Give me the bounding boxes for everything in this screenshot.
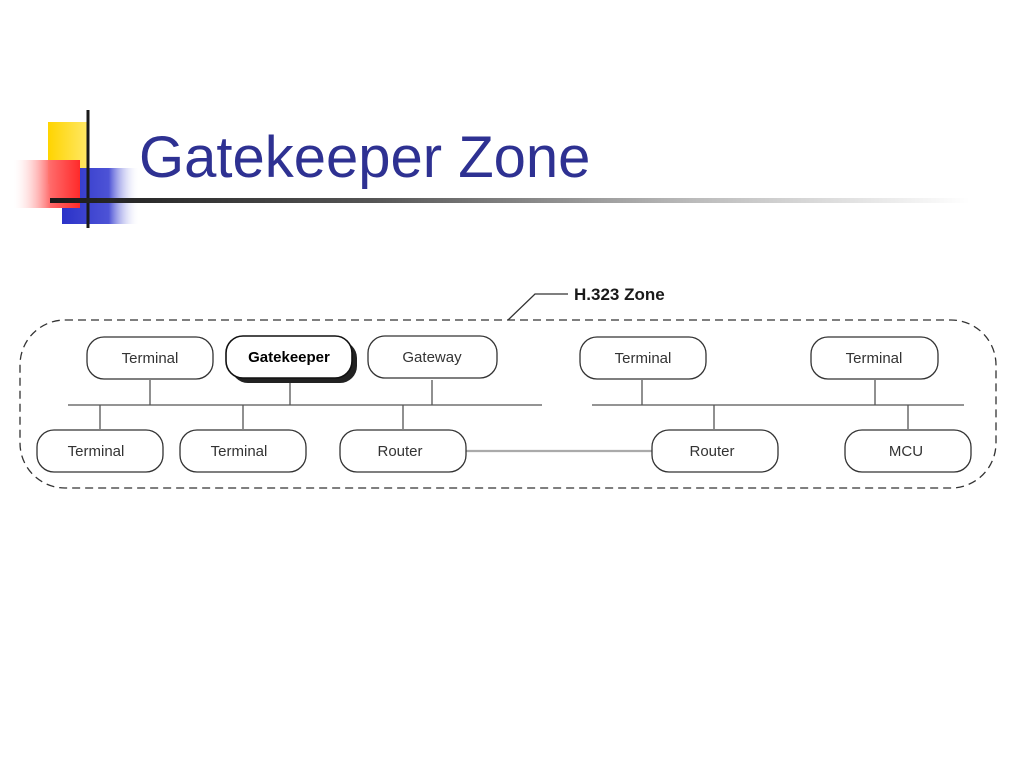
node-label: Terminal [615, 350, 672, 367]
title-underline [50, 198, 970, 203]
node-router-2: Router [651, 429, 779, 473]
zone-label: H.323 Zone [574, 285, 665, 304]
node-terminal-top-1: Terminal [86, 336, 214, 380]
node-label: Router [377, 443, 422, 460]
node-label: Gateway [402, 349, 462, 366]
slide-decoration [14, 110, 140, 228]
slide-title: Gatekeeper Zone [139, 125, 591, 190]
node-label: Terminal [211, 443, 268, 460]
node-label: Terminal [68, 443, 125, 460]
node-mcu: MCU [844, 429, 972, 473]
node-label: Router [689, 443, 734, 460]
node-label: Terminal [846, 350, 903, 367]
node-terminal-top-2: Terminal [579, 336, 707, 380]
node-label: MCU [889, 443, 923, 460]
node-terminal-bottom-1: Terminal [36, 429, 164, 473]
node-gatekeeper: Gatekeeper [225, 335, 357, 383]
h323-zone-diagram: H.323 Zone Terminal Gatekeeper G [19, 285, 997, 489]
zone-label-leader [507, 293, 568, 321]
node-label: Gatekeeper [248, 349, 330, 366]
node-gateway: Gateway [367, 335, 498, 379]
node-terminal-bottom-2: Terminal [179, 429, 307, 473]
node-label: Terminal [122, 350, 179, 367]
node-terminal-top-3: Terminal [810, 336, 939, 380]
node-router-1: Router [339, 429, 467, 473]
